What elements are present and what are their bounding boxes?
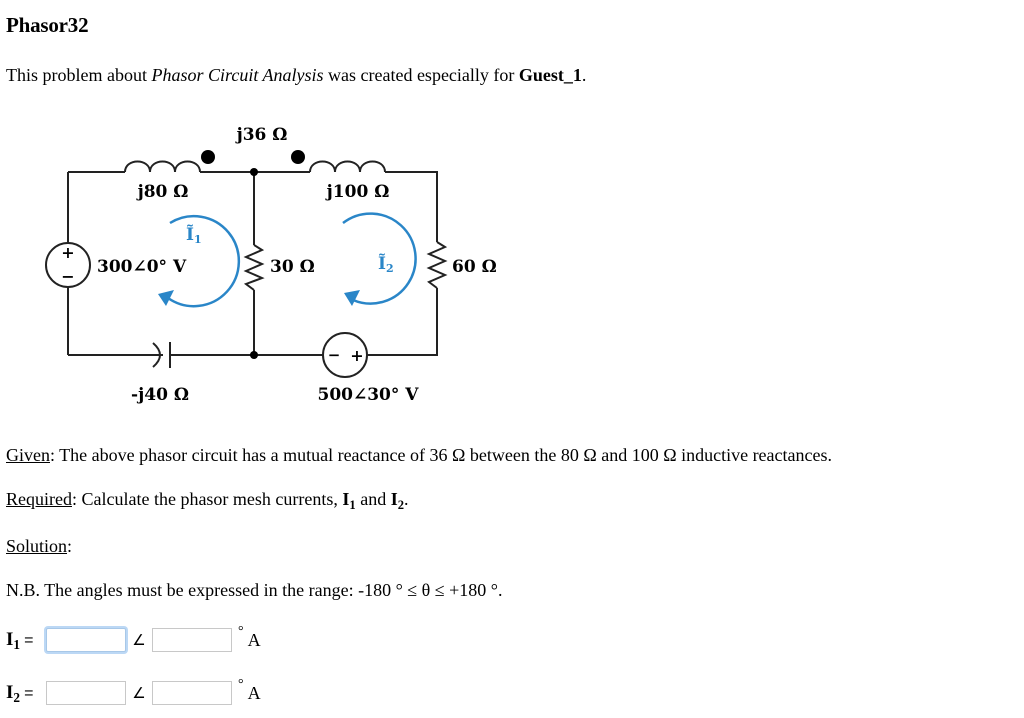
circuit-diagram: + − − + j36 Ω j80 Ω j100 Ω 30 Ω 60 Ω 300…: [45, 125, 497, 405]
given-label: Given: [6, 445, 50, 465]
intro-middle: was created especially for: [323, 65, 519, 85]
answer-i2-symbol: I: [6, 682, 14, 703]
junction-bottom: [250, 351, 258, 359]
i1-angle-input[interactable]: [152, 628, 232, 652]
mesh-current-1-arrow-icon: [158, 214, 241, 308]
given-text: Given: The above phasor circuit has a mu…: [6, 445, 832, 466]
i1-magnitude-input[interactable]: [46, 628, 126, 652]
intro-topic: Phasor Circuit Analysis: [151, 65, 324, 85]
answer-row-i2: I2= ∠ ° A: [6, 677, 261, 707]
required-i2-sub: 2: [397, 498, 405, 512]
resistor-60-icon: [426, 241, 448, 289]
answer-i2-equals: =: [24, 685, 34, 702]
page-title: Phasor32: [6, 13, 89, 37]
answer-i1-sub: 1: [13, 637, 21, 652]
resistor1-label: 30 Ω: [270, 257, 315, 277]
source1-minus: −: [61, 267, 74, 286]
mesh-current-2-arrow-icon: [342, 212, 417, 306]
resistor2-label: 60 Ω: [452, 257, 497, 277]
intro-user: Guest_1: [518, 65, 582, 85]
given-body: : The above phasor circuit has a mutual …: [50, 445, 832, 465]
source1-plus: +: [61, 243, 74, 262]
voltage-source-2-icon: − +: [322, 332, 368, 378]
capacitor-label: -j40 Ω: [131, 385, 189, 405]
mesh2-subscript: 2: [386, 262, 394, 275]
required-i1-symbol: I: [342, 489, 350, 509]
answer-i2-label: I2=: [6, 682, 46, 704]
required-i1-sub: 1: [349, 498, 356, 512]
inductor-j100-icon: [309, 160, 386, 173]
mutual-reactance-label: j36 Ω: [235, 125, 288, 145]
answer-i1-equals: =: [24, 632, 34, 649]
wire-top-3: [385, 171, 438, 242]
answer-i2-sub: 2: [13, 690, 21, 705]
mesh2-symbol: Ĩ: [378, 252, 386, 274]
required-i2: I2: [390, 489, 405, 512]
required-body: : Calculate the phasor mesh currents,: [71, 489, 343, 509]
mesh1-subscript: 1: [194, 233, 202, 246]
voltage-source-1-icon: + −: [45, 242, 91, 288]
required-text: Required: Calculate the phasor mesh curr…: [6, 489, 409, 512]
intro-text: This problem about Phasor Circuit Analys…: [6, 65, 586, 86]
answer-row-i1: I1= ∠ ° A: [6, 624, 261, 654]
dot-marker-2: [291, 150, 305, 164]
intro-suffix: .: [581, 65, 587, 85]
angle-note: N.B. The angles must be expressed in the…: [6, 580, 503, 600]
i2-magnitude-input[interactable]: [46, 681, 126, 705]
required-end: .: [404, 489, 409, 509]
solution-colon: :: [67, 536, 73, 556]
intro-prefix: This problem about: [6, 65, 152, 85]
angle-icon: ∠: [132, 631, 146, 649]
required-i1: I1: [342, 489, 356, 512]
solution-heading: Solution:: [6, 536, 72, 557]
inductor2-label: j100 Ω: [325, 182, 390, 202]
required-and: and: [355, 489, 391, 509]
i2-angle-input[interactable]: [152, 681, 232, 705]
source1-label: 300∠0° V: [97, 257, 187, 277]
dot-marker-1: [201, 150, 215, 164]
junction-top: [250, 168, 258, 176]
source2-label: 500∠30° V: [318, 385, 420, 405]
degree-symbol: °: [238, 677, 244, 692]
resistor-30-icon: [243, 244, 265, 291]
angle-icon: ∠: [132, 684, 146, 702]
wire-right-bottom: [367, 288, 438, 356]
solution-label: Solution: [6, 536, 68, 556]
mesh1-label: Ĩ1: [186, 223, 202, 246]
capacitor-icon: [152, 342, 171, 368]
degree-symbol: °: [238, 624, 244, 639]
inductor-j80-icon: [124, 160, 201, 173]
source2-plus: +: [350, 346, 363, 365]
required-label: Required: [6, 489, 72, 509]
mesh1-symbol: Ĩ: [186, 223, 194, 245]
source2-minus: −: [328, 346, 341, 364]
mesh2-label: Ĩ2: [378, 252, 394, 275]
required-i2-symbol: I: [390, 489, 398, 509]
answer-i1-symbol: I: [6, 629, 14, 650]
unit-label: A: [247, 629, 261, 650]
answer-i1-label: I1=: [6, 629, 46, 651]
wires: [67, 171, 438, 356]
inductor1-label: j80 Ω: [136, 182, 189, 202]
unit-label: A: [247, 682, 261, 703]
